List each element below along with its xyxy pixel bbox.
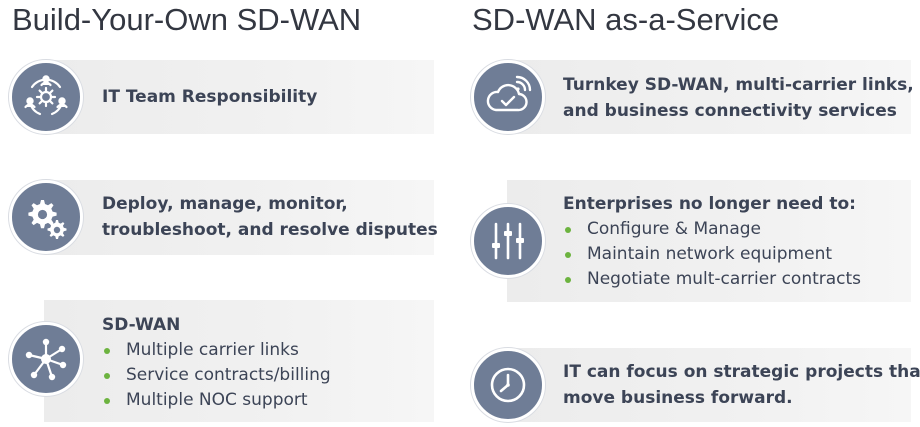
list-item: Configure & Manage	[563, 217, 861, 242]
right-card-3	[507, 348, 911, 422]
bullet-list: Configure & Manage Maintain network equi…	[563, 217, 861, 292]
heading-line: move business forward.	[563, 388, 793, 408]
heading-line: Turnkey SD-WAN, multi-carrier links,	[563, 75, 914, 95]
gears-icon	[9, 180, 83, 254]
cloud-check-icon	[471, 60, 545, 134]
list-item: Multiple NOC support	[102, 388, 331, 413]
list-item: Maintain network equipment	[563, 242, 861, 267]
heading-line: troubleshoot, and resolve disputes	[102, 220, 438, 240]
left-column-title: Build-Your-Own SD-WAN	[12, 2, 362, 37]
right-card-2	[507, 180, 911, 302]
list-item: Negotiate mult-carrier contracts	[563, 267, 861, 292]
heading-line: Enterprises no longer need to:	[563, 194, 856, 214]
network-hub-icon	[9, 322, 83, 396]
heading-line: SD-WAN	[102, 315, 181, 335]
right-item-2-content: Enterprises no longer need to: Configure…	[563, 191, 861, 292]
left-item-3-content: SD-WAN Multiple carrier links Service co…	[102, 312, 331, 413]
left-card-1	[44, 60, 434, 134]
list-item: Multiple carrier links	[102, 338, 331, 363]
heading-line: and business connectivity services	[563, 101, 897, 121]
clock-icon	[471, 348, 545, 422]
left-item-1-heading: IT Team Responsibility	[102, 84, 317, 110]
bullet-list: Multiple carrier links Service contracts…	[102, 338, 331, 413]
right-card-1	[507, 60, 911, 134]
left-card-2	[44, 180, 434, 255]
right-column-title: SD-WAN as-a-Service	[472, 2, 780, 37]
heading-line: IT Team Responsibility	[102, 87, 318, 107]
team-cycle-icon	[9, 60, 83, 134]
sliders-icon	[471, 204, 545, 278]
left-item-2-heading: Deploy, manage, monitor, troubleshoot, a…	[102, 191, 438, 243]
heading-line: IT can focus on strategic projects that	[563, 362, 920, 382]
list-item: Service contracts/billing	[102, 363, 331, 388]
right-item-1-heading: Turnkey SD-WAN, multi-carrier links, and…	[563, 72, 914, 124]
right-item-3-heading: IT can focus on strategic projects that …	[563, 359, 920, 411]
heading-line: Deploy, manage, monitor,	[102, 194, 348, 214]
